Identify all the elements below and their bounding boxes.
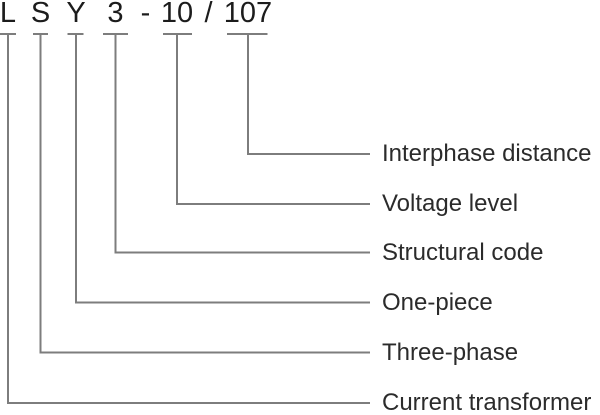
leader-label: Three-phase [382,338,519,366]
connector-line [67,33,370,304]
code-part: 3 [107,0,124,29]
leader-label: Interphase distance [382,140,592,167]
connector-line [103,33,370,254]
connector-line [163,33,370,205]
code-part: Y [66,0,86,29]
connector-line [227,33,370,155]
leader-label: One-piece [382,288,493,316]
code-part: L [0,0,17,29]
code-part: 107 [223,0,273,29]
code-separator: / [204,0,213,29]
connector-line [0,33,370,404]
connector-line [33,33,370,354]
code-separator: - [140,0,151,29]
leader-label: Voltage level [382,190,519,217]
leader-label: Structural code [382,238,544,266]
leader-label: Current transformer [382,389,592,415]
code-part: S [30,0,51,29]
code-part: 10 [160,0,194,29]
